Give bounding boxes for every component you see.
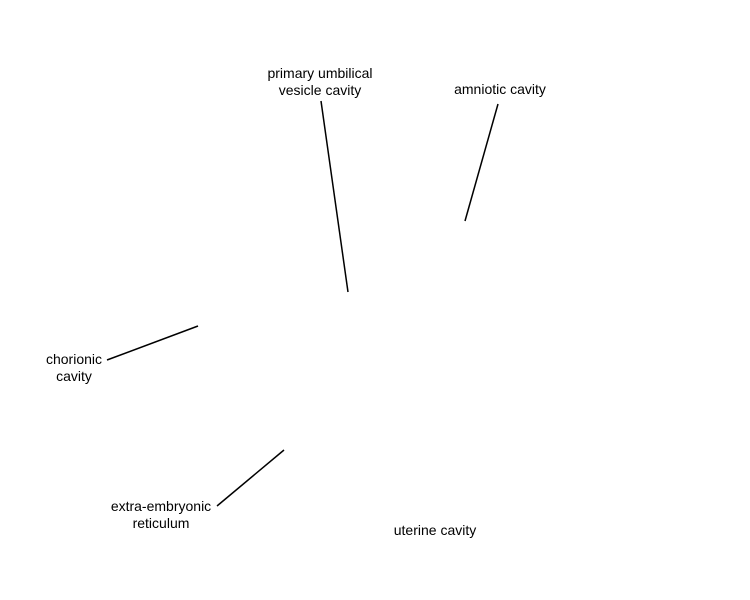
label-chorionic-cavity: chorionic cavity xyxy=(20,351,128,385)
leader-line-chorionic-cavity xyxy=(106,325,199,361)
label-line: vesicle cavity xyxy=(278,82,362,98)
label-line: cavity xyxy=(56,368,92,384)
label-line: primary umbilical xyxy=(267,65,373,81)
label-uterine-cavity: uterine cavity xyxy=(365,522,505,539)
label-line: reticulum xyxy=(132,515,190,531)
leader-line-amniotic-cavity xyxy=(464,103,499,222)
leader-line-extra-embryonic-reticulum xyxy=(216,449,285,507)
label-extra-embryonic-reticulum: extra-embryonic reticulum xyxy=(95,498,227,532)
label-line: chorionic xyxy=(45,351,103,367)
label-line: amniotic cavity xyxy=(454,81,546,97)
leader-line-umbilical-vesicle xyxy=(320,100,349,293)
label-amniotic-cavity: amniotic cavity xyxy=(430,81,570,98)
label-line: extra-embryonic xyxy=(110,498,212,514)
label-primary-umbilical-vesicle-cavity: primary umbilical vesicle cavity xyxy=(230,65,410,99)
label-line: uterine cavity xyxy=(393,522,477,538)
